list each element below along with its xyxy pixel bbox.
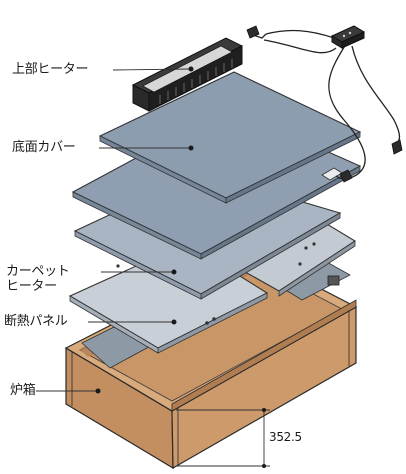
controller-box xyxy=(330,25,366,49)
height-dimension xyxy=(176,409,270,467)
label-furnace-box: 炉箱 xyxy=(10,383,36,398)
label-insulation-panel: 断熱パネル xyxy=(4,314,68,329)
plug-icon xyxy=(246,25,403,183)
label-top-heater: 上部ヒーター xyxy=(12,62,89,77)
label-bottom-cover: 底面カバー xyxy=(12,140,76,155)
label-carpet-heater-line1: カーペット xyxy=(6,264,70,279)
dimension-dots xyxy=(262,408,266,468)
upper-plate xyxy=(98,71,362,204)
dimension-height-value: 352.5 xyxy=(269,430,302,444)
leader-dots xyxy=(95,66,194,394)
furnace-box-front-edge xyxy=(171,299,357,412)
furnace-box-socket xyxy=(327,275,340,286)
leader-lines xyxy=(36,68,192,392)
label-carpet-heater-line2: ヒーター xyxy=(6,279,57,294)
